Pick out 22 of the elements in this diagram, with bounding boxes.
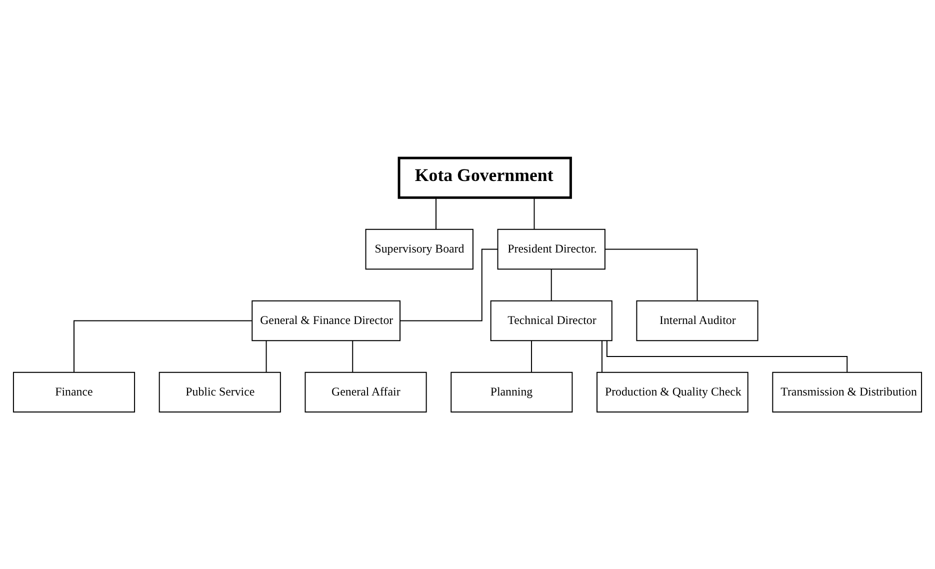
node-box: President Director. [497,228,606,270]
node-box: Finance [12,371,136,412]
connector [266,340,267,372]
connector [400,248,498,321]
node-box: Supervisory Board [365,228,474,270]
node-box: Production & Quality Check [596,371,748,412]
node-box: General Affair [304,371,427,412]
node-box: Technical Director [490,300,612,341]
connector [550,268,552,301]
connector [74,320,252,372]
connector [606,340,848,372]
node-box: Internal Auditor [636,300,758,341]
connector [531,340,532,372]
connector [604,248,698,301]
connector [601,340,602,372]
node-box: Transmission & Distribution [772,371,922,412]
node-box: General & Finance Director [252,300,400,341]
node-box: Public Service [158,371,281,412]
connector [534,196,535,230]
node-box: Planning [450,371,573,412]
connector [352,340,354,372]
node-box: Kota Government [398,156,572,198]
